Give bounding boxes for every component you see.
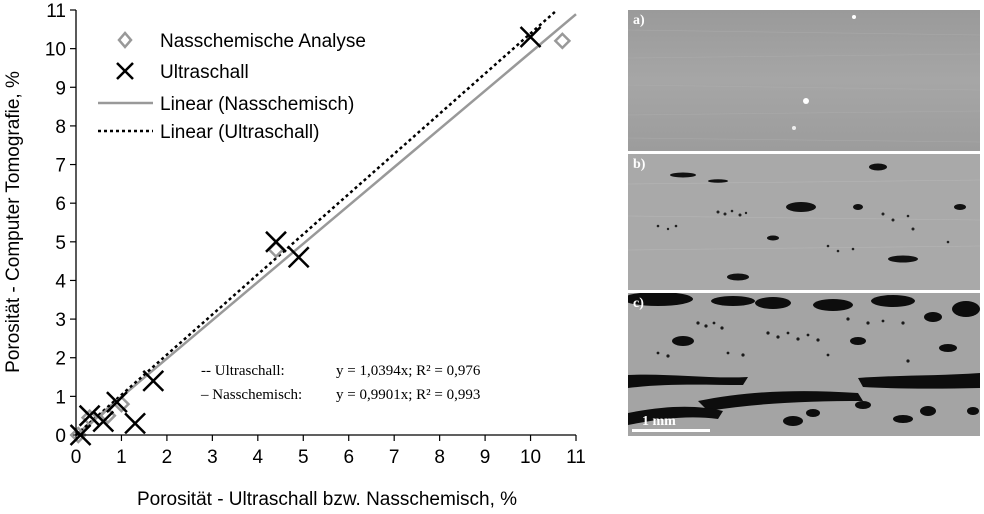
legend-label-linear-nasschemisch: Linear (Nasschemisch) (160, 94, 354, 115)
scale-bar (632, 429, 710, 432)
x-tick-label: 9 (480, 447, 491, 468)
data-point-ultraschall (287, 246, 310, 269)
legend-label-linear-ultraschall: Linear (Ultraschall) (160, 122, 319, 143)
y-axis-title: Porosität - Computer Tomografie, % (3, 71, 24, 373)
x-tick-label: 5 (298, 447, 309, 468)
x-tick-label: 8 (434, 447, 445, 468)
legend-entry-nasschemische: Nasschemische Analyse (117, 31, 366, 52)
x-tick-label: 1 (116, 447, 127, 468)
panel-label-a: a) (633, 13, 645, 28)
y-tick-label: 5 (55, 233, 66, 254)
x-tick-label: 7 (389, 447, 400, 468)
micrograph-image-b (628, 154, 980, 290)
data-point-ultraschall (106, 391, 128, 414)
panel-label-b: b) (633, 157, 646, 172)
x-tick-label: 6 (343, 447, 354, 468)
y-tick-label: 8 (55, 117, 66, 138)
micrograph-panel-b: b) (628, 154, 980, 290)
micrograph-image-c (628, 293, 980, 436)
y-tick-label: 11 (46, 1, 66, 22)
equation-prefix-nasschemisch: – Nasschemisch: (200, 387, 302, 403)
legend-x-marker (116, 62, 134, 80)
legend: Nasschemische Analyse Ultraschall Linear… (98, 31, 366, 143)
x-tick-label: 4 (253, 447, 264, 468)
scale-bar-label: 1 mm (642, 414, 676, 429)
y-tick-label: 2 (55, 349, 66, 370)
legend-entry-linear-ultraschall: Linear (Ultraschall) (98, 122, 319, 143)
y-tick-label: 4 (55, 271, 66, 292)
equation-prefix-ultraschall: -- Ultraschall: (201, 363, 285, 379)
x-tick-label: 11 (566, 447, 586, 468)
y-tick-label: 6 (55, 194, 66, 215)
x-tick-label: 10 (520, 447, 541, 468)
y-tick-label: 3 (55, 310, 66, 331)
data-point-nasschemisch (553, 32, 572, 50)
legend-label-ultraschall: Ultraschall (160, 62, 249, 83)
data-point-ultraschall (265, 230, 287, 253)
y-tick-label: 1 (55, 387, 66, 408)
legend-diamond-marker (117, 31, 133, 49)
data-point-ultraschall (142, 370, 165, 392)
data-point-ultraschall (124, 412, 146, 435)
data-point-ultraschall (92, 410, 115, 433)
data-point-ultraschall (519, 26, 542, 48)
y-tick-label: 0 (55, 426, 66, 447)
trendline-ultraschall (75, 9, 558, 436)
y-tick-label: 9 (55, 78, 66, 99)
equation-nasschemisch: y = 0,9901x; R² = 0,993 (336, 387, 480, 403)
data-point-nasschemisch (267, 240, 285, 259)
regression-equations: -- Ultraschall: y = 1,0394x; R² = 0,976 … (200, 363, 481, 403)
equation-ultraschall: y = 1,0394x; R² = 0,976 (336, 363, 481, 379)
x-tick-label: 3 (207, 447, 218, 468)
micrograph-panel-a: a) (628, 10, 980, 151)
panel-label-c: c) (633, 296, 644, 311)
micrograph-panel-c: 1 mm c) (628, 293, 980, 436)
y-tick-label: 10 (45, 40, 66, 61)
x-axis-title: Porosität - Ultraschall bzw. Nasschemisc… (137, 489, 517, 510)
x-tick-label: 0 (71, 447, 82, 468)
data-point-ultraschall (78, 404, 101, 427)
legend-entry-linear-nasschemisch: Linear (Nasschemisch) (98, 94, 354, 115)
trendline-nasschemisch (75, 13, 577, 436)
legend-entry-ultraschall: Ultraschall (116, 62, 249, 83)
y-tick-label: 7 (55, 156, 66, 177)
scatter-chart: 0 1 2 3 4 5 6 7 8 9 10 11 0 1 2 3 4 5 6 7 8 9 10 11 Porosität … (3, 1, 586, 510)
micrograph-image-a (628, 10, 980, 151)
legend-label-nasschemische: Nasschemische Analyse (160, 31, 366, 52)
x-tick-label: 2 (162, 447, 173, 468)
